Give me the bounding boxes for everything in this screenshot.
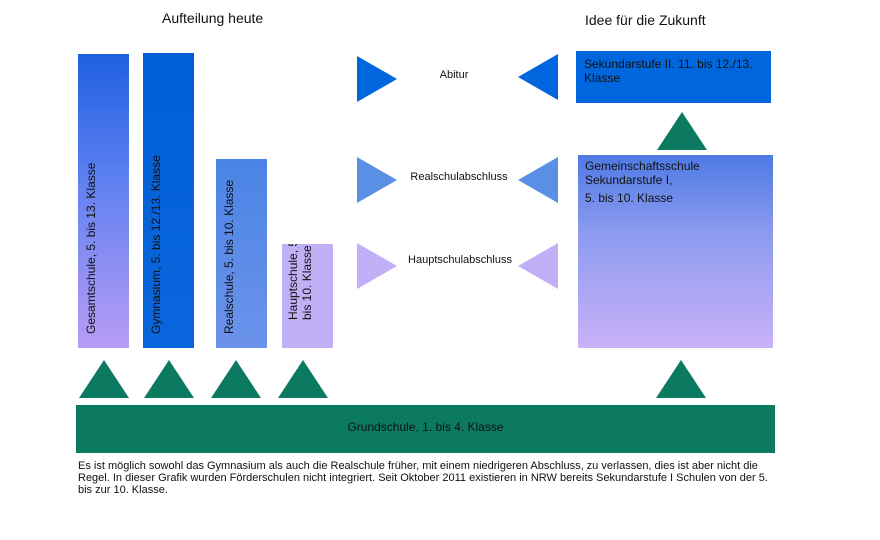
realschule-bar: Realschule, 5. bis 10. Klasse	[216, 159, 267, 348]
arrow-right-hauptschulabschluss	[357, 243, 397, 289]
up-triangle-future-sek2	[657, 112, 707, 150]
gymnasium-bar: Gymnasium, 5. bis 12./13. Klasse	[143, 53, 194, 348]
gemeinschaftsschule-box: Gemeinschaftsschule Sekundarstufe I, 5. …	[578, 155, 773, 348]
gesamtschule-label: Gesamtschule, 5. bis 13. Klasse	[84, 162, 98, 334]
abitur-label: Abitur	[439, 69, 469, 81]
hauptschule-bar: Hauptschule, 5. bis 10. Klasse	[282, 244, 333, 348]
up-triangle-gesamtschule	[79, 360, 129, 398]
up-triangle-realschule	[211, 360, 261, 398]
hauptschulabschluss-label: Hauptschulabschluss	[408, 254, 512, 266]
sekundarstufe2-box: Sekundarstufe II. 11. bis 12./13. Klasse	[576, 51, 771, 103]
grundschule-label: Grundschule, 1. bis 4. Klasse	[347, 420, 504, 434]
arrow-left-realschulabschluss	[518, 157, 558, 203]
realschule-label: Realschule, 5. bis 10. Klasse	[222, 179, 236, 334]
arrow-left-hauptschulabschluss	[518, 243, 558, 289]
arrow-left-abitur	[518, 54, 558, 100]
gesamtschule-bar: Gesamtschule, 5. bis 13. Klasse	[78, 54, 129, 348]
gemeinschaftsschule-line2: 5. bis 10. Klasse	[585, 191, 674, 205]
gymnasium-label: Gymnasium, 5. bis 12./13. Klasse	[149, 155, 163, 334]
grundschule-bar: Grundschule, 1. bis 4. Klasse	[76, 405, 775, 453]
realschulabschluss-label: Realschulabschluss	[410, 171, 508, 183]
footnote: Es ist möglich sowohl das Gymnasium als …	[78, 460, 768, 496]
up-triangle-hauptschule	[278, 360, 328, 398]
gemeinschaftsschule-line1: Gemeinschaftsschule Sekundarstufe I,	[585, 159, 700, 187]
up-triangle-gymnasium	[144, 360, 194, 398]
up-triangle-future-grundschule	[656, 360, 706, 398]
arrow-right-realschulabschluss	[357, 157, 397, 203]
sekundarstufe2-label: Sekundarstufe II. 11. bis 12./13. Klasse	[584, 57, 753, 85]
hauptschule-label: Hauptschule, 5. bis 10. Klasse	[286, 244, 314, 320]
arrow-right-abitur	[357, 56, 397, 102]
heading-today: Aufteilung heute	[162, 10, 264, 26]
heading-future: Idee für die Zukunft	[585, 12, 706, 28]
